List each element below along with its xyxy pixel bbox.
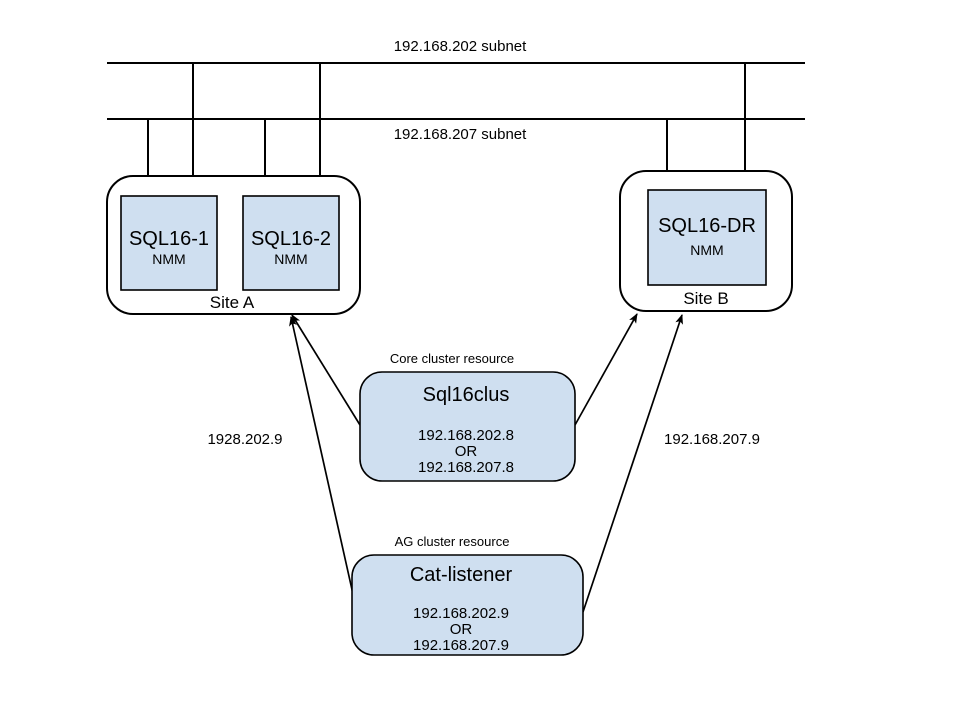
node-label-sql16-1: SQL16-1 [129, 228, 209, 250]
subnet-bus-group [107, 62, 805, 120]
core-cluster-name: Sql16clus [423, 384, 510, 406]
site-a-group[interactable]: SQL16-1 NMM SQL16-2 NMM Site A [106, 175, 361, 315]
connector-ag-cluster-to-site-a [289, 316, 358, 613]
node-label-sql16-2: SQL16-2 [251, 228, 331, 250]
connector-core-cluster-to-site-b [574, 313, 638, 426]
site-b-label: Site B [683, 289, 728, 308]
subnet-202-label: 192.168.202 subnet [394, 38, 527, 55]
node-box-sql16-2[interactable] [242, 195, 340, 291]
node-label-sql16-dr: SQL16-DR [658, 215, 756, 237]
core-cluster-ip-primary: 192.168.202.8 [418, 427, 514, 444]
core-cluster-resource-group[interactable]: Core cluster resource Sql16clus 192.168.… [359, 351, 576, 482]
label-left-ip: 1928.202.9 [207, 431, 282, 448]
core-cluster-box[interactable] [359, 371, 576, 482]
core-cluster-caption: Core cluster resource [390, 351, 514, 366]
ag-cluster-caption: AG cluster resource [395, 534, 510, 549]
ag-cluster-ip-primary: 192.168.202.9 [413, 605, 509, 622]
node-box-sql16-1[interactable] [120, 195, 218, 291]
ag-cluster-ip-secondary: 192.168.207.9 [413, 637, 509, 654]
core-cluster-ip-secondary: 192.168.207.8 [418, 459, 514, 476]
site-b-group[interactable]: SQL16-DR NMM Site B [619, 170, 793, 312]
connector-core-cluster-to-site-a [291, 314, 361, 426]
connector-group [289, 313, 683, 613]
node-box-sql16-dr[interactable] [647, 189, 767, 286]
site-a-label: Site A [210, 293, 255, 312]
connector-ag-cluster-to-site-b [582, 314, 683, 613]
core-cluster-ip-separator: OR [455, 443, 478, 460]
node-role-sql16-2: NMM [274, 251, 307, 267]
ag-cluster-resource-group[interactable]: AG cluster resource Cat-listener 192.168… [351, 534, 584, 656]
ag-cluster-ip-separator: OR [450, 621, 473, 638]
ag-cluster-box[interactable] [351, 554, 584, 656]
node-role-sql16-dr: NMM [690, 242, 723, 258]
label-right-ip: 192.168.207.9 [664, 431, 760, 448]
node-role-sql16-1: NMM [152, 251, 185, 267]
subnet-207-label: 192.168.207 subnet [394, 126, 527, 143]
ag-cluster-name: Cat-listener [410, 564, 513, 586]
